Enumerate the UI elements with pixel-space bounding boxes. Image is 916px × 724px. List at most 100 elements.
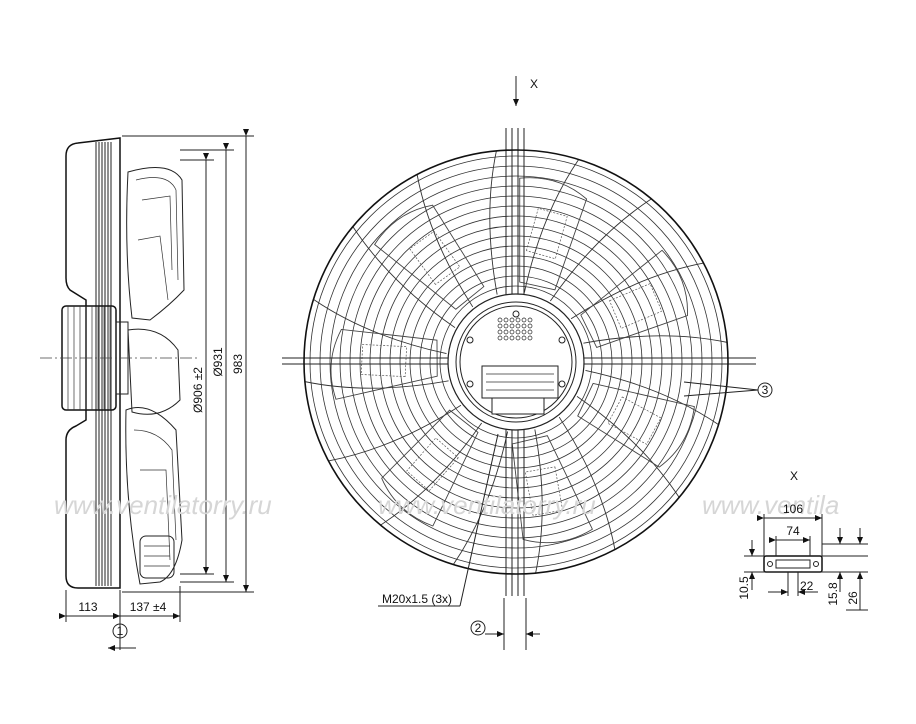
fan-blade [511,435,593,544]
front-blades [330,177,695,544]
dim-906: Ø906 ±2 [180,153,214,575]
callout-1-label: 1 [117,624,124,638]
terminal-pin [515,335,521,341]
fan-blade [519,177,588,291]
guard-spoke [416,174,474,308]
guard-spoke [452,431,509,565]
dim-15-8-label: 15.8 [826,582,840,606]
watermark: www.ventilatorry.ru www.ventilatorry.ru … [54,490,839,520]
guard-ring [419,265,613,459]
guard-spoke [549,198,652,302]
side-view: Ø906 ±2 Ø931 983 113 137 ±4 [40,129,254,651]
terminal-pin [515,317,521,323]
callout-3: 3 [683,381,773,398]
thread-label: M20x1.5 (3x) [382,592,452,606]
fan-blade [381,409,479,527]
dim-10-5-label: 10.5 [737,576,751,600]
terminal-pin [515,323,521,329]
guard-spoke [304,380,449,389]
dim-137-label: 137 ±4 [130,600,167,614]
dim-74-label: 74 [786,524,800,538]
guard-ring [379,225,653,499]
terminal-pin [503,335,509,341]
side-blades [125,167,185,585]
front-view: X M20x1.5 (3x) 2 3 [282,76,773,650]
view-x-label: X [530,77,538,91]
dim-906-label: Ø906 ±2 [191,367,205,413]
terminal-pin [521,317,527,323]
terminal-pin [521,329,527,335]
guard-ring [369,215,663,509]
terminal-pin [515,329,521,335]
guard-spoke [585,369,719,426]
guard-ring [439,285,593,439]
dim-983: 983 [122,129,254,593]
guard-ring [309,155,723,569]
fan-blade [374,204,485,310]
detail-x: X 106 74 22 10.5 15.8 [737,469,868,611]
outer-guard-ring [303,149,729,575]
callout-3-label: 3 [762,383,769,397]
watermark-text-1: www.ventilatorry.ru [54,490,272,520]
guard-spoke [380,422,483,526]
guard-ring [359,205,673,519]
terminal-pin [527,329,533,335]
callout-1: 1 [108,622,136,651]
guard-ring [349,195,683,529]
terminal-pin [503,317,509,323]
guard-ring [389,235,643,489]
guard-spoke [352,226,456,329]
guard-spoke [558,416,616,550]
motor-hub [447,293,585,431]
terminal-pin [521,335,527,341]
terminal-pin [521,323,527,329]
terminal-pin [503,323,509,329]
fan-blade [580,249,688,348]
terminal-pin [497,329,503,335]
dim-bottom: 113 137 ±4 [59,586,181,622]
terminal-pin [497,335,503,341]
guard-ring [329,175,703,549]
guard-ring [319,165,713,559]
dim-931-label: Ø931 [211,347,225,377]
guard-spoke [313,298,447,355]
guard-spoke [576,395,680,498]
terminal-pin [497,317,503,323]
terminal-pin [509,323,515,329]
terminal-pin [527,317,533,323]
side-mount-frame [65,137,121,589]
guard-ring [409,255,623,469]
dim-931: Ø931 [180,143,234,583]
terminal-pin [509,317,515,323]
callout-2-label: 2 [475,621,482,635]
watermark-text-3: www.ventila [702,490,839,520]
callout-2: 2 [470,598,540,650]
watermark-text-2: www.ventilatorry.ru [378,490,596,520]
fan-blade [330,328,438,400]
guard-ring [339,185,693,539]
guard-spoke [534,429,543,574]
fan-blade [577,382,695,468]
terminal-pin [497,323,503,329]
terminal-pin [503,329,509,335]
thread-callout: M20x1.5 (3x) [378,433,499,607]
view-arrow-x: X [513,76,538,106]
guard-spoke [328,404,462,462]
guard-spoke [523,159,580,293]
detail-x-title: X [790,469,798,483]
guard-ring [429,275,603,449]
dim-106-label: 106 [783,502,803,516]
guard-spoke [489,150,498,295]
terminal-pin [527,335,533,341]
terminal-pin [509,329,515,335]
terminal-pin [527,323,533,329]
dim-26-label: 26 [846,591,860,605]
dim-983-label: 983 [231,354,245,374]
guard-rings [309,155,723,569]
guard-spoke [570,262,704,320]
dim-22-label: 22 [800,579,814,593]
terminal-grid [497,317,533,341]
terminal-pin [509,335,515,341]
dim-113-label: 113 [78,600,97,614]
